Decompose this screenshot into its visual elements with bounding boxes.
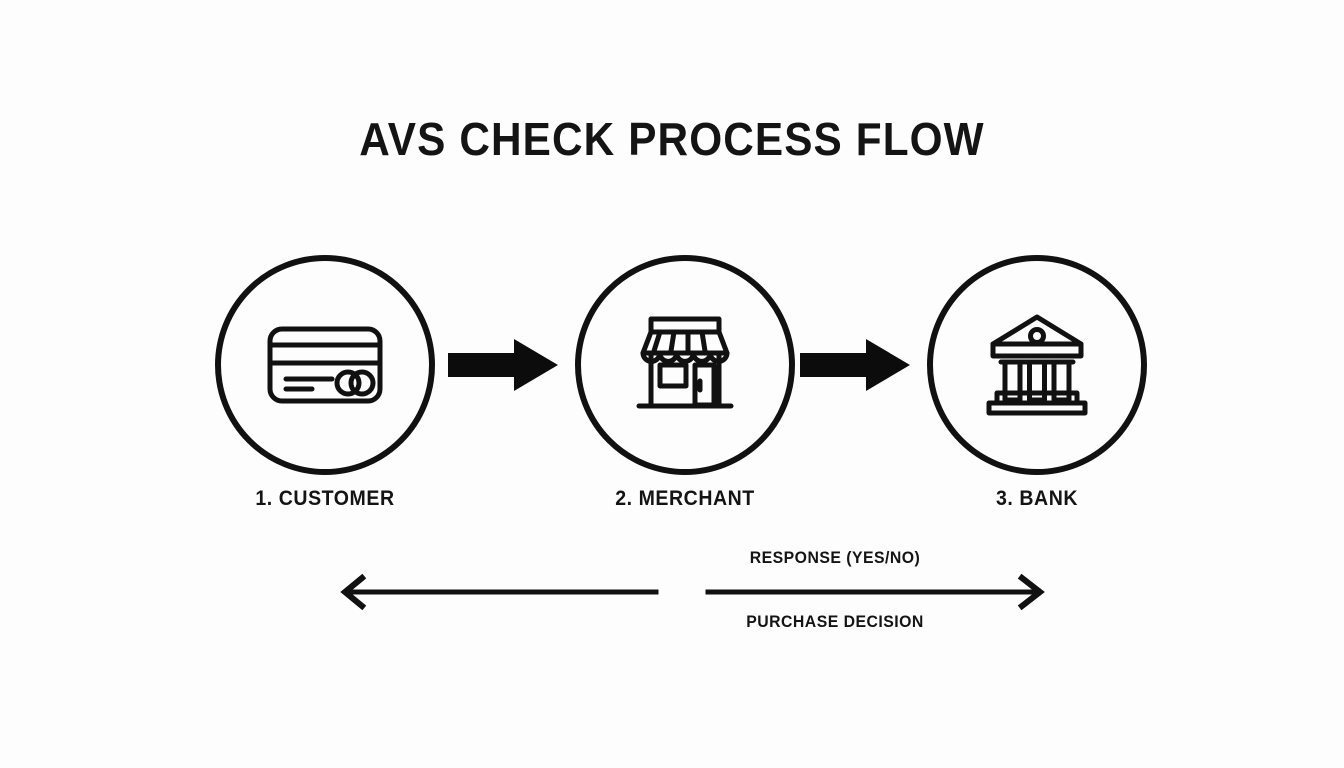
node-circle — [215, 255, 435, 475]
node-circle — [927, 255, 1147, 475]
storefront-icon — [575, 255, 795, 475]
page-title: AVS CHECK PROCESS FLOW — [359, 113, 985, 165]
node-label-customer: 1. CUSTOMER — [255, 487, 395, 510]
feedback-label-purchase-decision: PURCHASE DECISION — [746, 612, 924, 631]
feedback-arrows-group: RESPONSE (YES/NO) PURCHASE DECISION — [330, 548, 1060, 631]
node-merchant[interactable]: 2. MERCHANT — [575, 255, 795, 510]
feedback-arrow-right — [705, 573, 1045, 611]
node-label-merchant: 2. MERCHANT — [615, 487, 755, 510]
node-label-bank: 3. BANK — [995, 487, 1079, 510]
arrow-merchant-to-bank — [800, 337, 910, 393]
feedback-label-response: RESPONSE (YES/NO) — [749, 548, 921, 567]
arrow-customer-to-merchant — [448, 337, 558, 393]
feedback-arrow-left — [340, 573, 659, 611]
credit-card-icon — [215, 255, 435, 475]
bank-building-icon — [927, 255, 1147, 475]
node-bank[interactable]: 3. BANK — [927, 255, 1147, 510]
node-circle — [575, 255, 795, 475]
node-customer[interactable]: 1. CUSTOMER — [215, 255, 435, 510]
